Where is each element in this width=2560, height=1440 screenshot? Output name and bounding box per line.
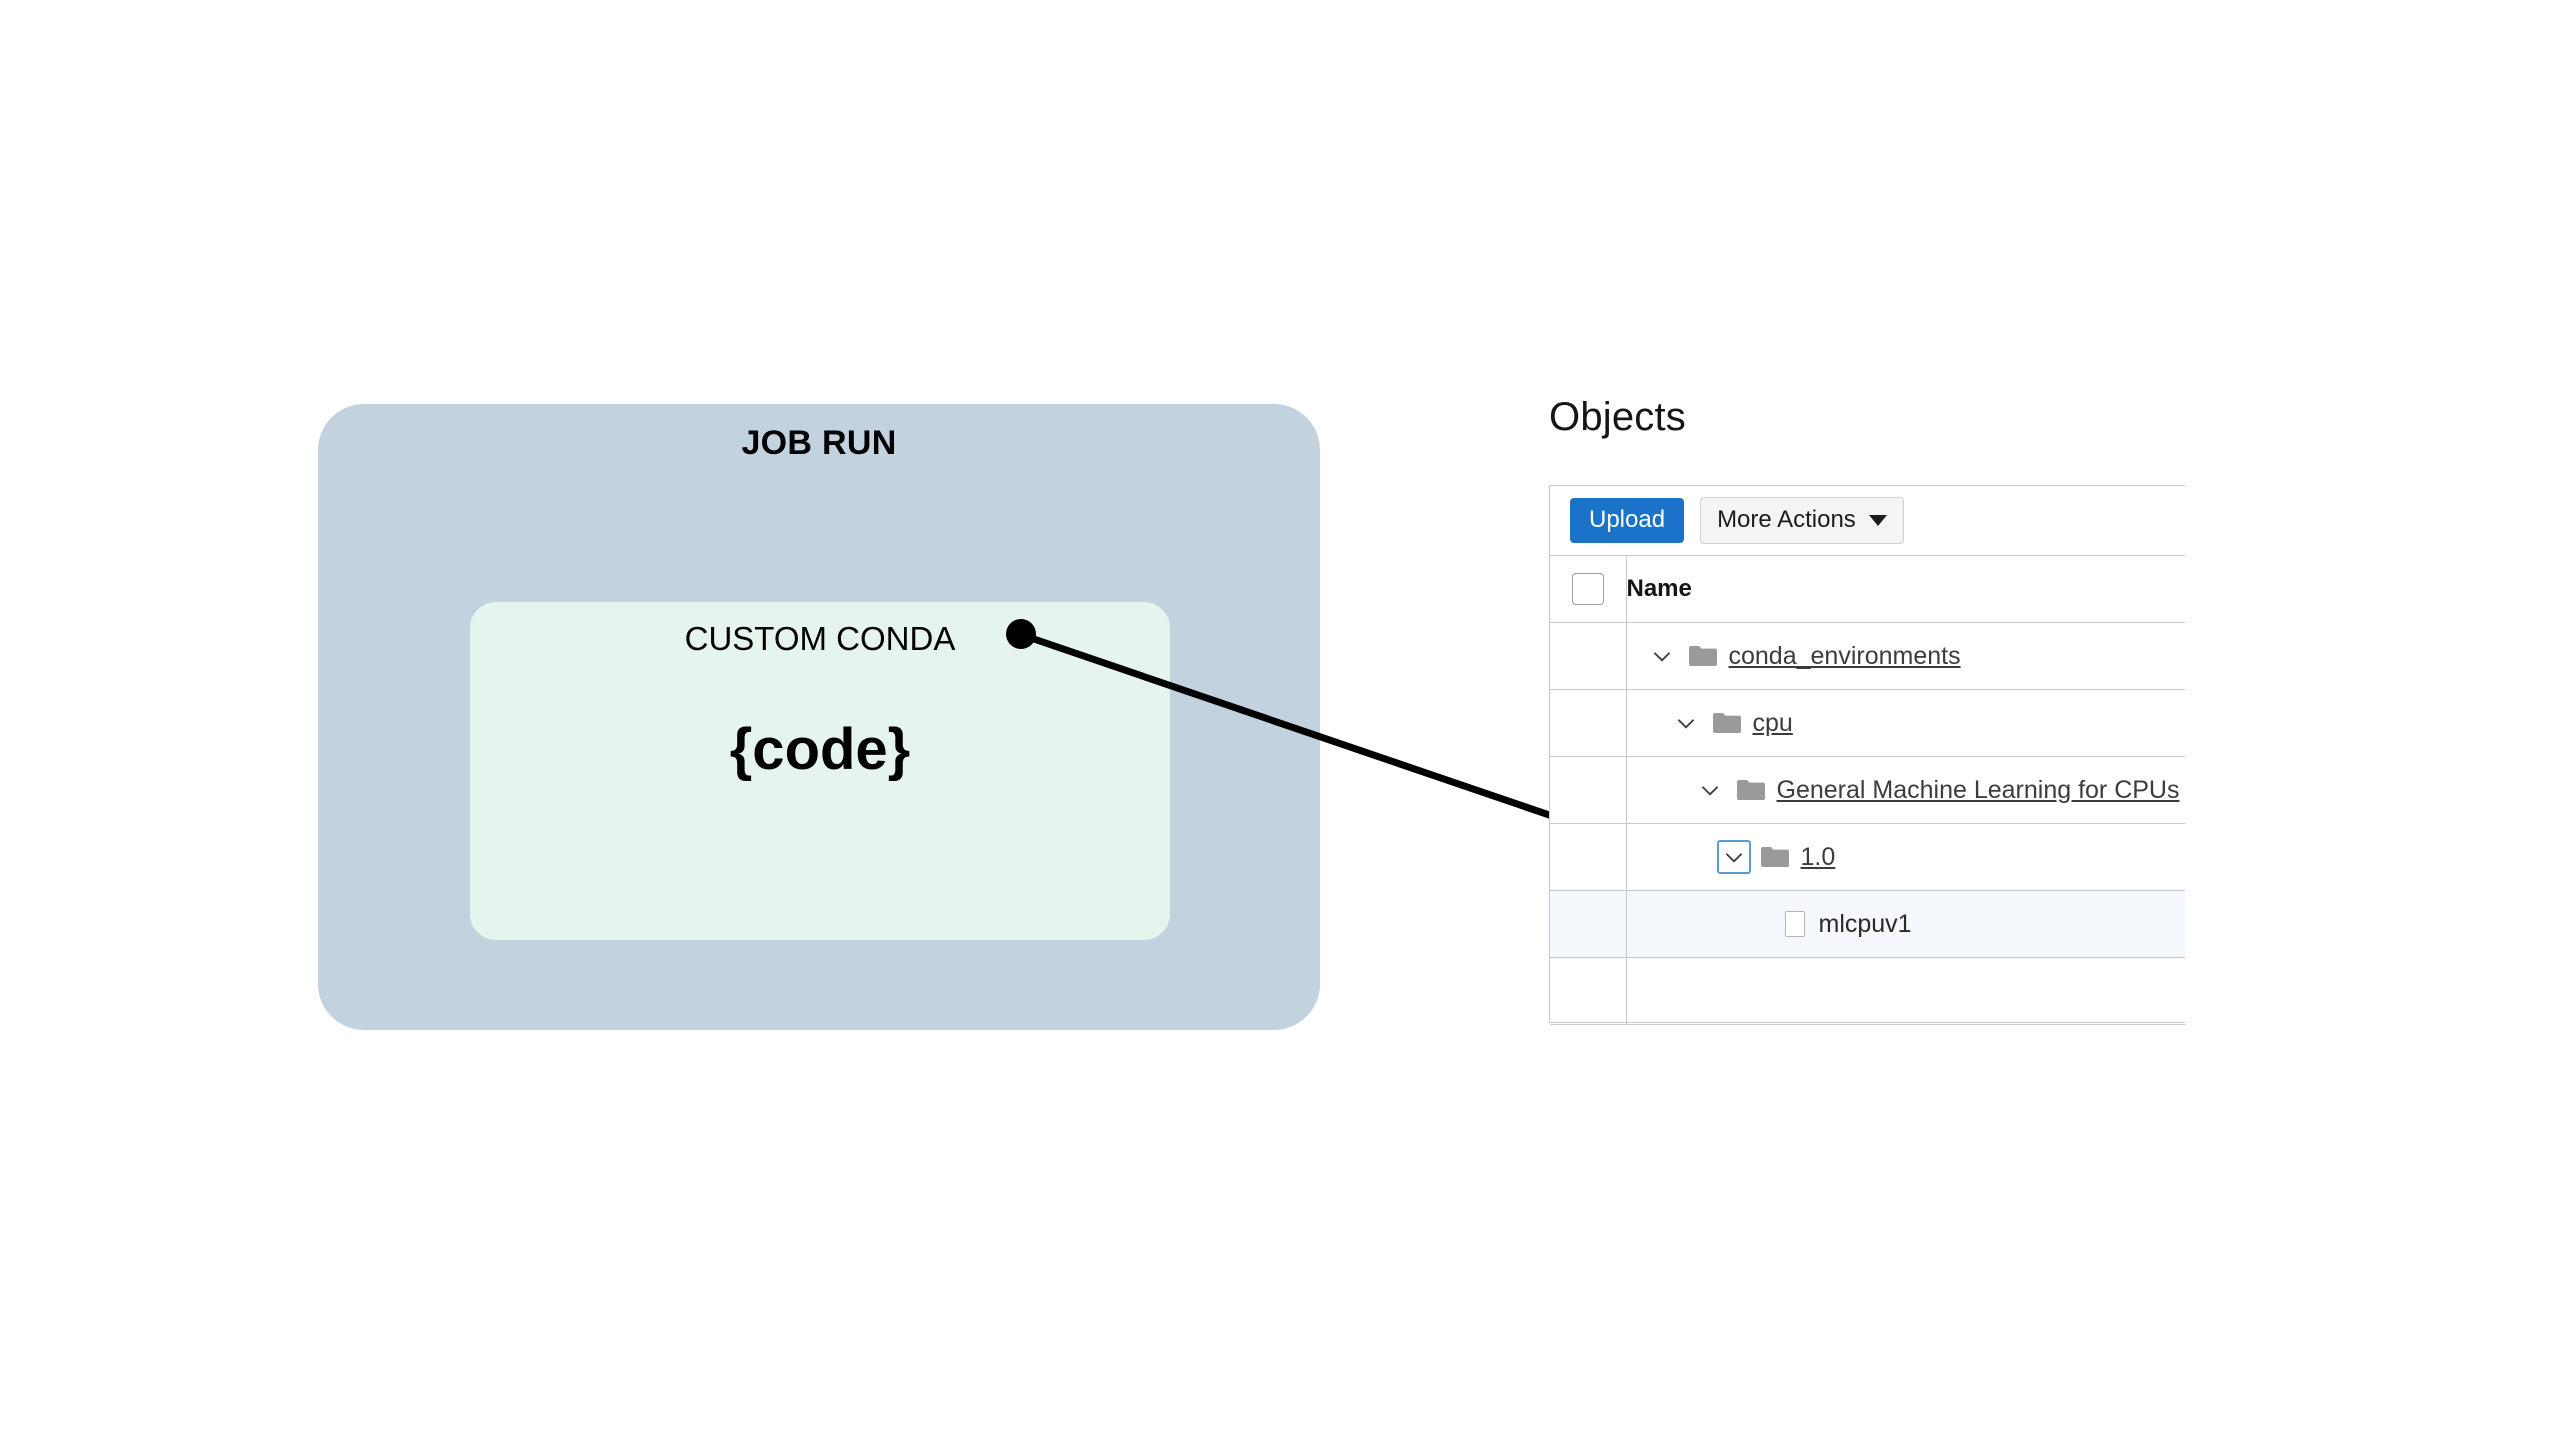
custom-conda-container: CUSTOM CONDA {code} <box>470 602 1170 940</box>
select-all-checkbox[interactable] <box>1571 573 1604 605</box>
table-header-row: Name <box>1550 556 2185 623</box>
objects-card: Upload More Actions Name conda_environme… <box>1549 485 2185 1025</box>
row-name-cell: mlcpuv1 <box>1626 890 2185 958</box>
code-placeholder-label: {code} <box>729 717 911 782</box>
select-all-cell <box>1550 556 1627 623</box>
page-title: Objects <box>1549 395 1687 439</box>
objects-panel: Objects Upload More Actions Name conda_e… <box>1549 395 2185 1025</box>
table-row[interactable]: cpu <box>1550 689 2185 757</box>
row-name-label[interactable]: cpu <box>1752 708 1793 737</box>
row-name-label[interactable]: conda_environments <box>1728 641 1961 670</box>
column-header-name: Name <box>1626 556 2185 623</box>
table-row[interactable]: mlcpuv1 <box>1550 890 2185 958</box>
row-name-cell: conda_environments <box>1626 622 2185 690</box>
row-name-cell: General Machine Learning for CPUs <box>1626 756 2185 824</box>
table-row[interactable]: conda_environments <box>1550 622 2185 690</box>
file-icon <box>1784 911 1805 937</box>
row-name-cell: 1.0 <box>1626 823 2185 891</box>
job-run-diagram: JOB RUN CUSTOM CONDA {code} <box>318 404 1320 1030</box>
empty-checkbox-cell <box>1550 957 1627 1025</box>
expand-collapse-chevron-icon[interactable] <box>1669 706 1703 740</box>
expand-collapse-chevron-icon[interactable] <box>1716 840 1751 874</box>
more-actions-button[interactable]: More Actions <box>1700 497 1904 544</box>
more-actions-label: More Actions <box>1717 506 1856 534</box>
row-name-label[interactable]: 1.0 <box>1800 842 1836 871</box>
table-row[interactable]: General Machine Learning for CPUs <box>1550 756 2185 824</box>
row-checkbox-cell <box>1550 890 1627 958</box>
chevron-down-icon <box>1868 514 1887 526</box>
job-run-container: JOB RUN CUSTOM CONDA {code} <box>318 404 1320 1030</box>
table-row[interactable]: 1.0 <box>1550 823 2185 891</box>
empty-name-cell <box>1626 957 2185 1025</box>
row-name-label[interactable]: General Machine Learning for CPUs <box>1776 775 2180 804</box>
row-name-cell: cpu <box>1626 689 2185 757</box>
expand-collapse-chevron-icon[interactable] <box>1693 773 1727 807</box>
row-checkbox-cell <box>1550 756 1627 824</box>
upload-button[interactable]: Upload <box>1570 498 1685 543</box>
expand-collapse-chevron-icon[interactable] <box>1645 639 1679 673</box>
row-checkbox-cell <box>1550 689 1627 757</box>
row-name-label: mlcpuv1 <box>1818 909 1912 938</box>
job-run-title: JOB RUN <box>741 424 897 462</box>
custom-conda-title: CUSTOM CONDA <box>684 620 956 657</box>
table-empty-row <box>1550 957 2185 1025</box>
row-checkbox-cell <box>1550 622 1627 690</box>
objects-toolbar: Upload More Actions <box>1550 486 2185 556</box>
twisty-spacer <box>1741 907 1775 941</box>
row-checkbox-cell <box>1550 823 1627 891</box>
